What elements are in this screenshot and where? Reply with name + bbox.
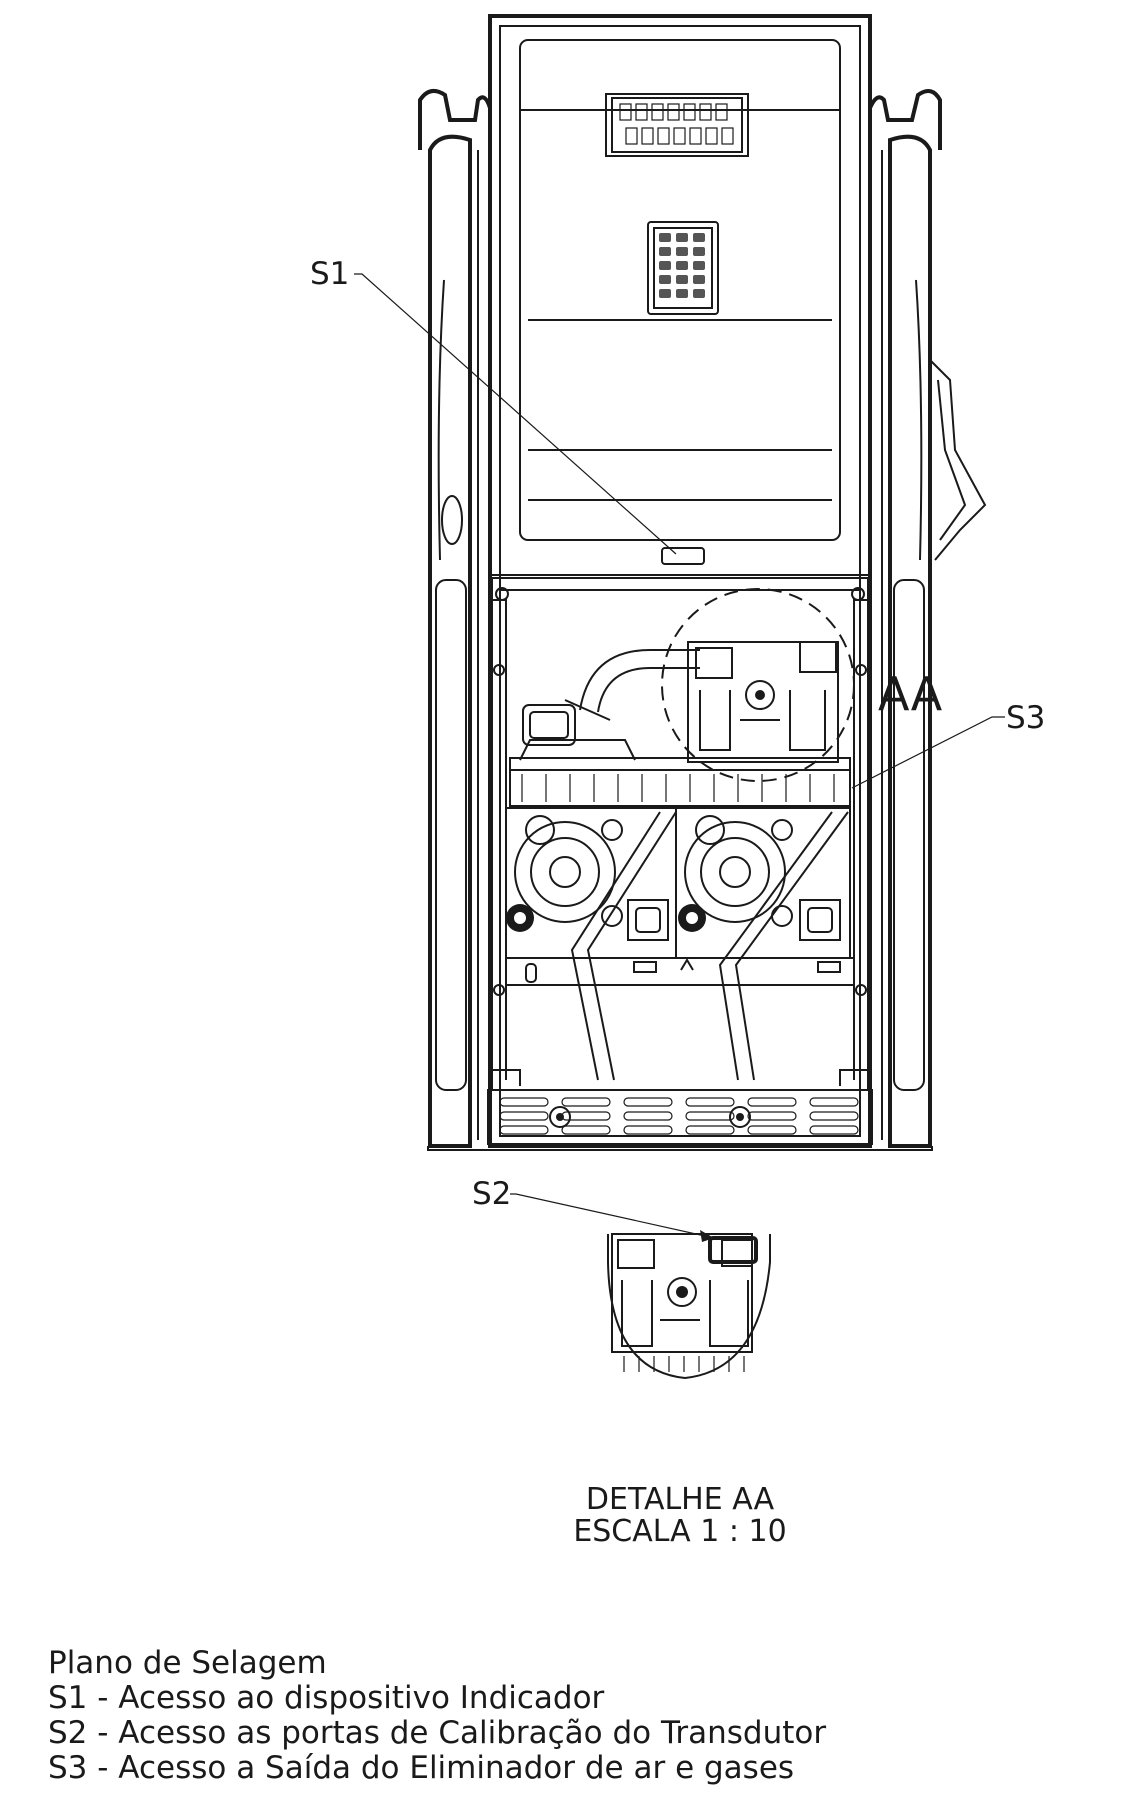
callout-s1: S1: [310, 256, 349, 292]
hydraulic-compartment: [491, 577, 869, 1091]
legend-title: Plano de Selagem: [48, 1645, 327, 1681]
callout-s2: S2: [472, 1176, 511, 1212]
pump-left: [505, 807, 677, 959]
callout-s3: S3: [1006, 700, 1045, 736]
detail-caption: DETALHE AA ESCALA 1 : 10: [540, 1484, 820, 1548]
sealing-plan-legend: Plano de Selagem S1 - Acesso ao disposit…: [48, 1646, 826, 1786]
meter-block: [687, 641, 839, 763]
detail-marker-aa: AA: [878, 667, 943, 721]
detail-title: DETALHE AA: [585, 1482, 775, 1517]
pump-right: [675, 807, 851, 959]
detail-aa-boundary: [661, 588, 855, 782]
legend-item-s3: S3 - Acesso a Saída do Eliminador de ar …: [48, 1750, 795, 1786]
keypad: [647, 221, 719, 315]
legend-item-s1: S1 - Acesso ao dispositivo Indicador: [48, 1680, 605, 1716]
dispenser-housing: [418, 14, 987, 1151]
base-grille: [487, 1089, 873, 1145]
legend-item-s2: S2 - Acesso as portas de Calibração do T…: [48, 1715, 827, 1751]
callout-leaders: [354, 273, 1005, 1242]
display-head: [490, 39, 870, 576]
s1-seal-point: [661, 547, 705, 565]
detail-scale: ESCALA 1 : 10: [573, 1514, 787, 1549]
price-display: [605, 93, 749, 157]
detail-aa-view: [607, 1233, 771, 1380]
